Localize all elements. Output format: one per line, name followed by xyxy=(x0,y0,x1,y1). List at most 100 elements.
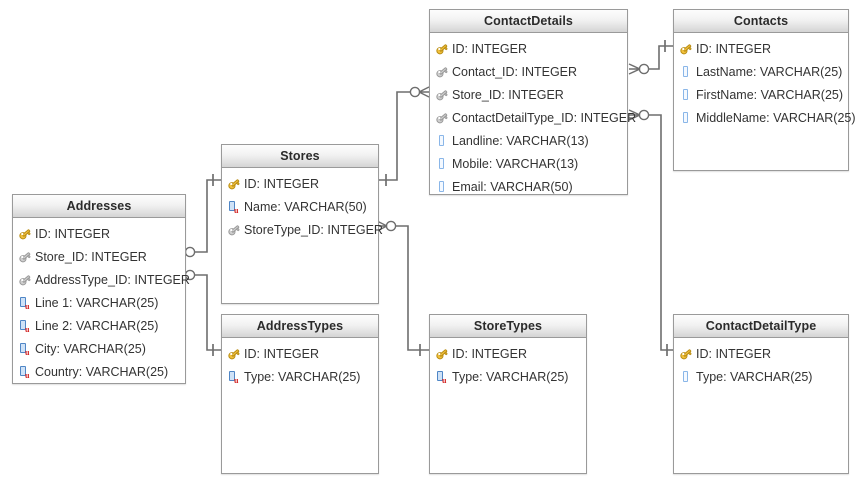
foreign-key-icon xyxy=(435,111,449,125)
entity-field[interactable]: ID: INTEGER xyxy=(430,342,586,365)
entity-field-label: Store_ID: INTEGER xyxy=(35,249,147,264)
entity-field-list: ID: INTEGER Type: VARCHAR(25) xyxy=(674,338,848,388)
relationship-stores-to-storetypes[interactable] xyxy=(376,220,429,356)
entity-field[interactable]: Mobile: VARCHAR(13) xyxy=(430,152,627,175)
entity-field-list: ID: INTEGER LastName: VARCHAR(25) FirstNam… xyxy=(674,33,856,129)
primary-key-icon xyxy=(227,177,241,191)
not-null-column-icon: u xyxy=(435,370,449,384)
nullable-column-icon xyxy=(435,134,449,148)
not-null-column-icon: u xyxy=(18,342,32,356)
foreign-key-icon xyxy=(435,88,449,102)
entity-field-label: Type: VARCHAR(25) xyxy=(696,369,813,384)
foreign-key-icon xyxy=(227,223,241,237)
entity-field[interactable]: Email: VARCHAR(50) xyxy=(430,175,627,198)
entity-field[interactable]: ID: INTEGER xyxy=(674,37,848,60)
primary-key-icon xyxy=(435,347,449,361)
primary-key-icon xyxy=(18,227,32,241)
entity-field-label: Line 2: VARCHAR(25) xyxy=(35,318,159,333)
primary-key-icon xyxy=(679,42,693,56)
entity-field[interactable]: ID: INTEGER xyxy=(674,342,848,365)
nullable-column-icon xyxy=(679,111,693,125)
entity-table-title: Stores xyxy=(222,145,378,168)
foreign-key-icon xyxy=(435,65,449,79)
entity-table-title: Addresses xyxy=(13,195,185,218)
entity-field[interactable]: Contact_ID: INTEGER xyxy=(430,60,627,83)
entity-field-label: Country: VARCHAR(25) xyxy=(35,364,169,379)
primary-key-icon xyxy=(435,42,449,56)
entity-field-label: ID: INTEGER xyxy=(452,41,528,56)
foreign-key-icon xyxy=(18,273,32,287)
entity-field-label: Mobile: VARCHAR(13) xyxy=(452,156,579,171)
entity-field-label: ID: INTEGER xyxy=(696,41,772,56)
entity-field-label: ID: INTEGER xyxy=(244,346,320,361)
entity-field-label: MiddleName: VARCHAR(25) xyxy=(696,110,856,125)
not-null-column-icon: u xyxy=(18,365,32,379)
entity-field-label: Contact_ID: INTEGER xyxy=(452,64,578,79)
entity-field[interactable]: ID: INTEGER xyxy=(222,342,378,365)
entity-table-title: ContactDetailType xyxy=(674,315,848,338)
entity-field-label: ID: INTEGER xyxy=(452,346,528,361)
entity-field-label: Email: VARCHAR(50) xyxy=(452,179,573,194)
entity-field[interactable]: Store_ID: INTEGER xyxy=(13,245,185,268)
entity-table-title: ContactDetails xyxy=(430,10,627,33)
entity-field[interactable]: Store_ID: INTEGER xyxy=(430,83,627,106)
entity-field-label: AddressType_ID: INTEGER xyxy=(35,272,190,287)
entity-field[interactable]: ContactDetailType_ID: INTEGER xyxy=(430,106,636,129)
nullable-column-icon xyxy=(679,88,693,102)
entity-table-title: Contacts xyxy=(674,10,848,33)
nullable-column-icon xyxy=(679,370,693,384)
entity-field[interactable]: ID: INTEGER xyxy=(222,172,378,195)
entity-field[interactable]: Landline: VARCHAR(13) xyxy=(430,129,627,152)
entity-table-title: AddressTypes xyxy=(222,315,378,338)
entity-field[interactable]: StoreType_ID: INTEGER xyxy=(222,218,383,241)
entity-field-label: Name: VARCHAR(50) xyxy=(244,199,367,214)
entity-field-list: ID: INTEGER Contact_ID: INTEGER Store_ID: … xyxy=(430,33,636,198)
entity-field-label: Type: VARCHAR(25) xyxy=(244,369,361,384)
entity-field-label: Landline: VARCHAR(13) xyxy=(452,133,589,148)
relationship-contactdetails-to-contacts[interactable] xyxy=(628,40,673,75)
entity-field-label: Store_ID: INTEGER xyxy=(452,87,564,102)
nullable-column-icon xyxy=(435,180,449,194)
entity-field[interactable]: ID: INTEGER xyxy=(13,222,185,245)
nullable-column-icon xyxy=(435,157,449,171)
not-null-column-icon: u xyxy=(18,296,32,310)
entity-field-label: ContactDetailType_ID: INTEGER xyxy=(452,110,637,125)
entity-field-label: City: VARCHAR(25) xyxy=(35,341,146,356)
entity-field-label: LastName: VARCHAR(25) xyxy=(696,64,843,79)
entity-field[interactable]: FirstName: VARCHAR(25) xyxy=(674,83,848,106)
primary-key-icon xyxy=(679,347,693,361)
primary-key-icon xyxy=(227,347,241,361)
nullable-column-icon xyxy=(679,65,693,79)
entity-field[interactable]: AddressType_ID: INTEGER xyxy=(13,268,190,291)
entity-field-label: ID: INTEGER xyxy=(35,226,111,241)
entity-field[interactable]: LastName: VARCHAR(25) xyxy=(674,60,848,83)
entity-field-label: Line 1: VARCHAR(25) xyxy=(35,295,159,310)
relationship-contactdetails-to-stores[interactable] xyxy=(379,86,430,186)
entity-field-label: FirstName: VARCHAR(25) xyxy=(696,87,844,102)
entity-field[interactable]: MiddleName: VARCHAR(25) xyxy=(674,106,856,129)
relationship-contactdetails-to-contactdetailtype[interactable] xyxy=(628,109,673,356)
entity-field-label: ID: INTEGER xyxy=(244,176,320,191)
entity-field-label: StoreType_ID: INTEGER xyxy=(244,222,383,237)
entity-field-label: Type: VARCHAR(25) xyxy=(452,369,569,384)
not-null-column-icon: u xyxy=(18,319,32,333)
entity-field-list: ID: INTEGER Store_ID: INTEGER AddressType_… xyxy=(13,218,190,383)
entity-field[interactable]: Type: VARCHAR(25) xyxy=(674,365,848,388)
entity-field[interactable]: ID: INTEGER xyxy=(430,37,627,60)
